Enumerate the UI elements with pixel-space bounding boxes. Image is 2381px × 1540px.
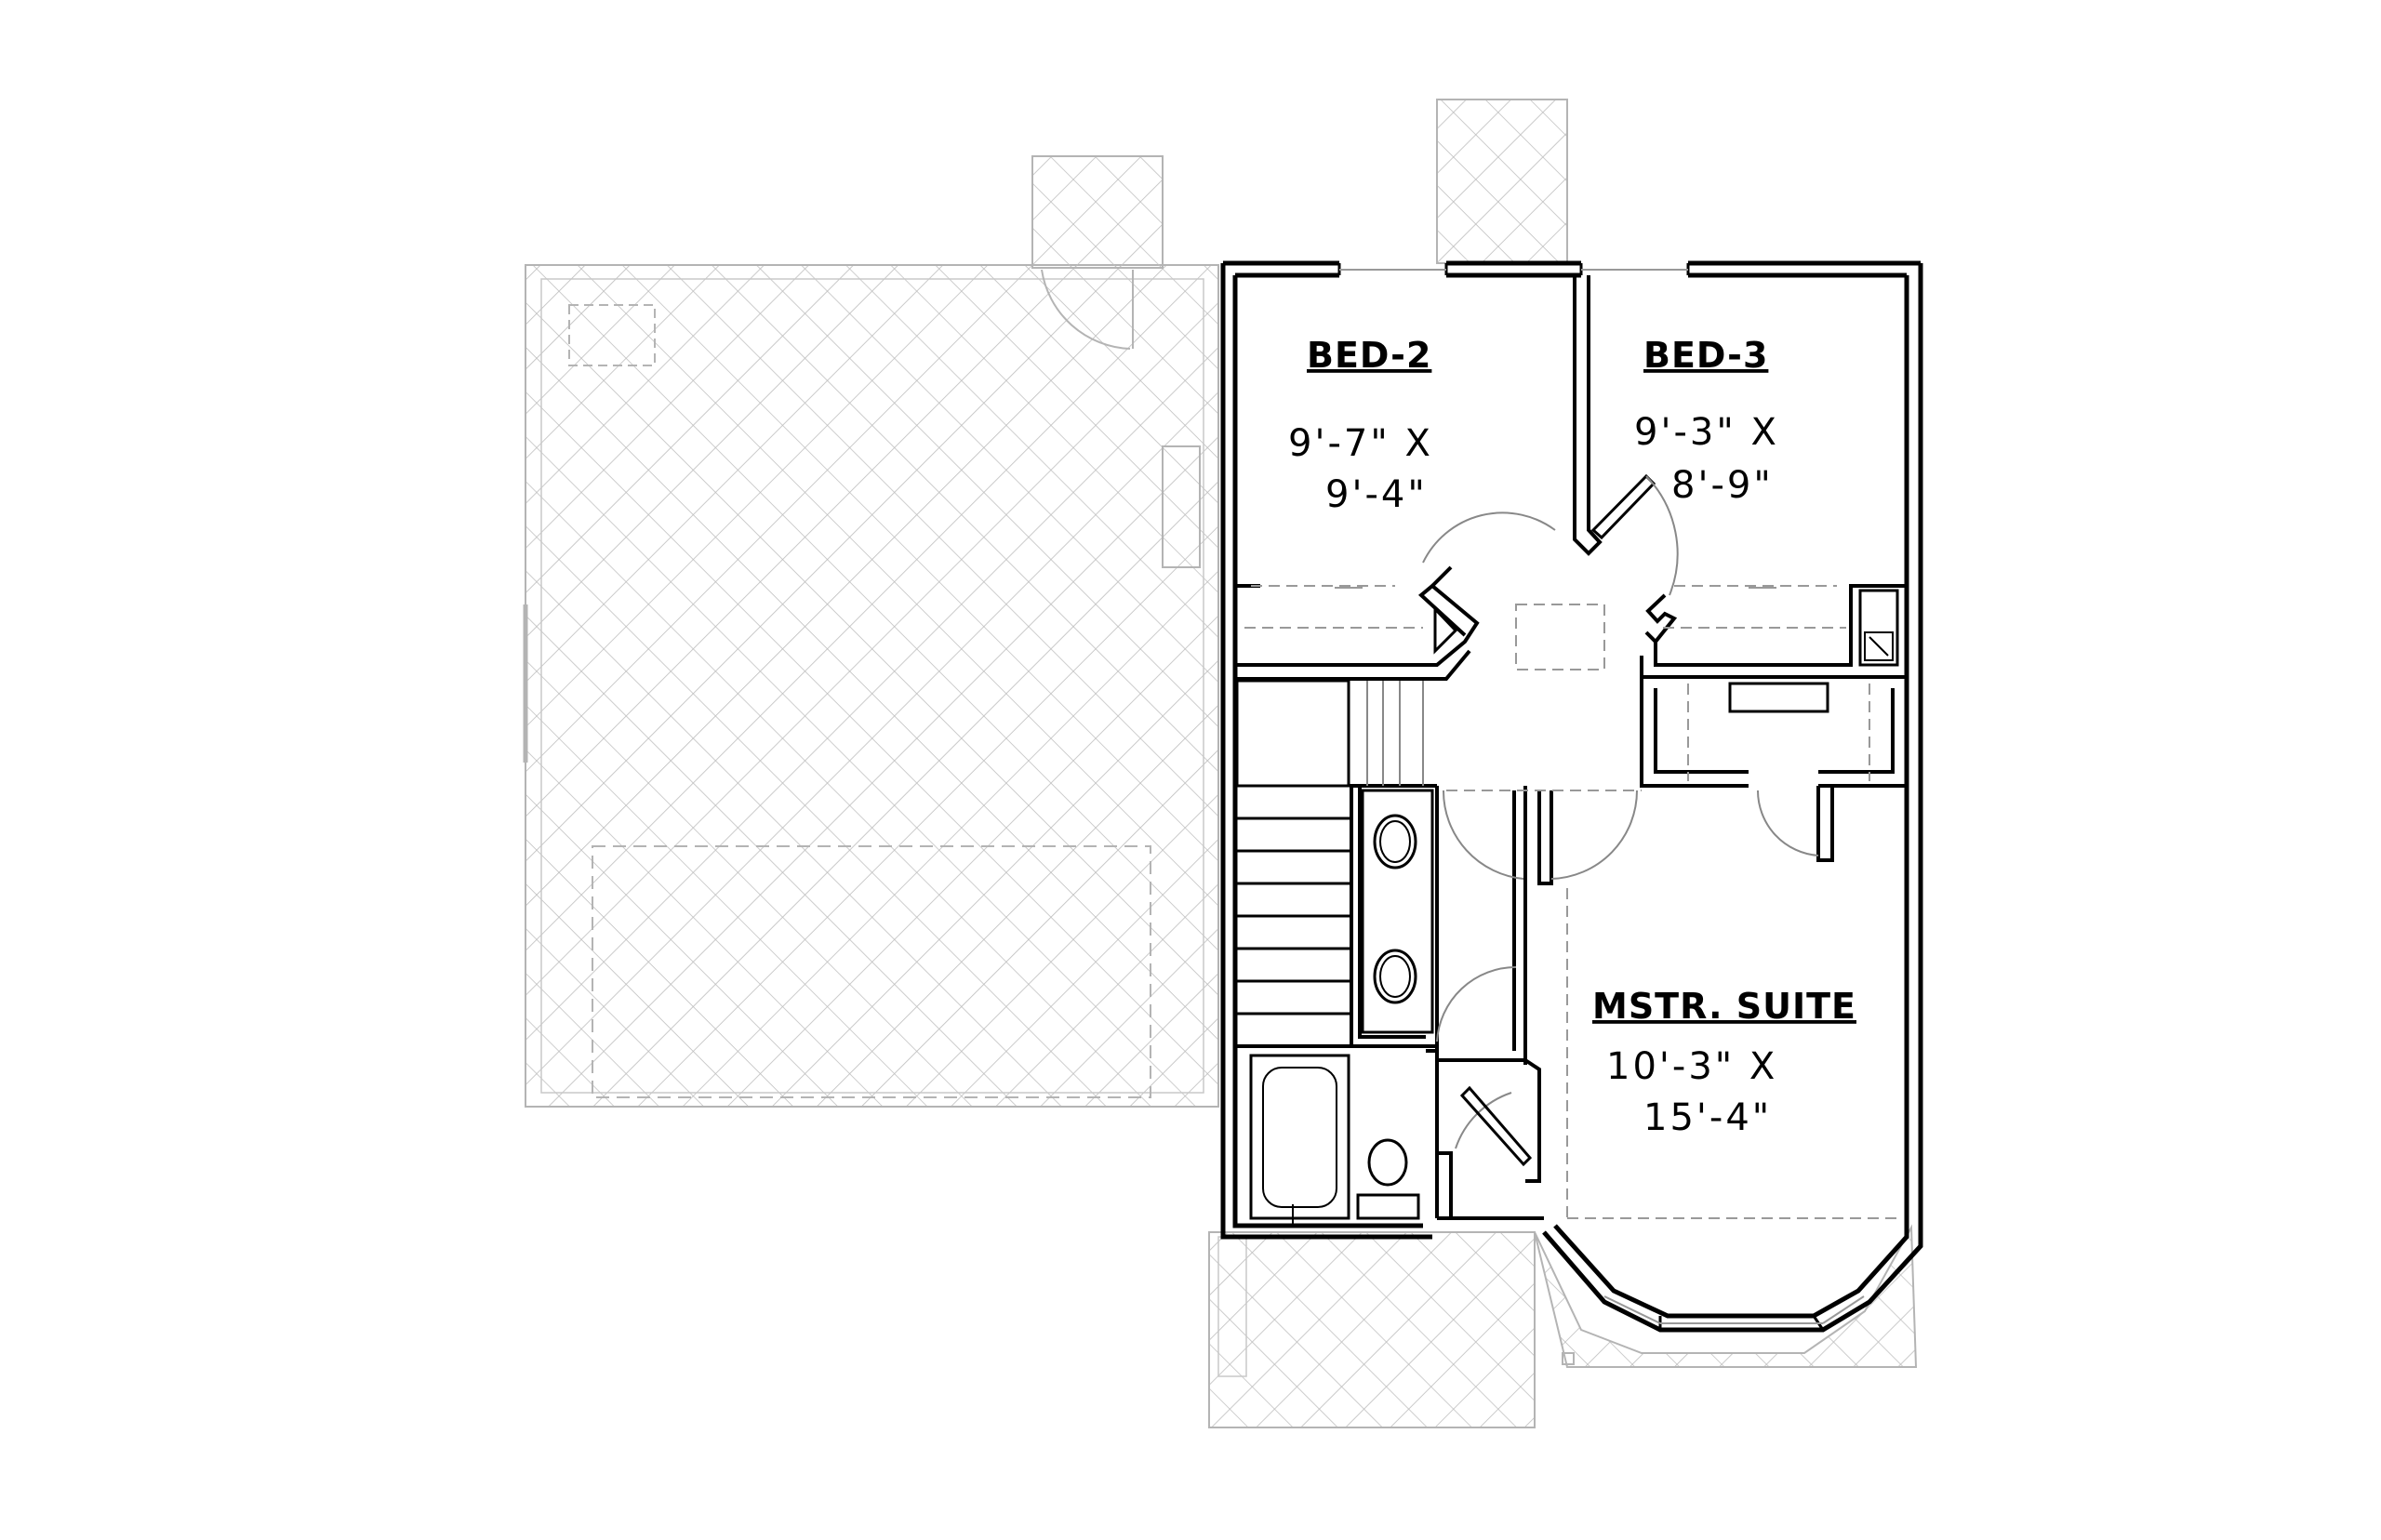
garage-roof-area [523,264,1219,1108]
porch-roof-area [1208,1224,1918,1428]
room-dim-master-line1: 10'-3" X [1606,1045,1777,1088]
room-dim-bed3-line1: 9'-3" X [1634,411,1779,454]
room-label-bed2: BED-2 [1307,335,1431,376]
bathtub [1249,1054,1350,1226]
room-label-bed3: BED-3 [1643,335,1768,376]
room-dim-bed3-line2: 8'-9" [1671,464,1774,507]
toilet [1356,1138,1420,1220]
interior-walls [1233,275,1907,1220]
chimney-right [1436,99,1568,264]
exterior-walls [1220,260,1923,1333]
doors [1422,473,1819,1167]
chimney-left [1031,155,1164,350]
room-dim-master-line2: 15'-4" [1643,1096,1772,1139]
windows [1339,269,1865,1324]
vanity [1361,789,1434,1034]
room-dim-bed2-line1: 9'-7" X [1288,422,1433,465]
room-dim-bed2-line2: 9'-4" [1325,473,1428,516]
dashed-lines [1244,585,1902,1219]
mechanical-box [1858,589,1899,667]
staircase [1235,679,1424,1016]
room-label-master: MSTR. SUITE [1592,986,1856,1027]
linen-shelf [1728,682,1829,713]
closet-triangle [1433,605,1458,655]
